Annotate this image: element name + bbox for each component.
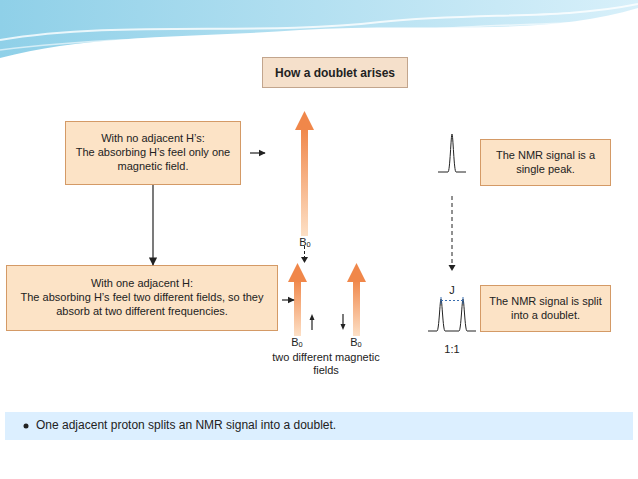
coupling-constant: J [437, 284, 467, 297]
field-symbol: Bₒ [290, 236, 320, 249]
header-wave [0, 0, 638, 58]
nmr-doublet [428, 299, 476, 331]
field-arrow [288, 263, 307, 282]
header-curve [0, 16, 638, 50]
pointer-arrow [250, 152, 265, 153]
process-box: With no adjacent H’s:The absorbing H’s f… [65, 121, 241, 185]
bullet [24, 424, 29, 429]
flow-arrow [152, 185, 153, 265]
pointer-arrow [282, 299, 294, 300]
field-arrow [353, 280, 360, 336]
spin-arrow [310, 314, 315, 320]
process-box: The NMR signal is split into a doublet. [480, 285, 611, 332]
dashed-arrow [301, 257, 308, 263]
field-note: two different magnetic fields [271, 351, 381, 377]
caption: One adjacent proton splits an NMR signal… [36, 418, 336, 432]
field-symbol: Bₒ [341, 336, 371, 349]
nmr-peak [438, 134, 466, 172]
box-text: The NMR signal is split into a doublet. [487, 295, 604, 323]
process-box: The NMR signal is a single peak. [480, 139, 611, 186]
dashed-arrow [452, 196, 453, 266]
coupling-bracket [441, 300, 463, 301]
dashed-arrow [449, 265, 456, 271]
box-text: The NMR signal is a single peak. [487, 149, 604, 177]
caption-band [5, 412, 633, 440]
box-heading: With one adjacent H: [91, 277, 193, 291]
box-text: The absorbing H’s feel two different fie… [13, 291, 271, 319]
spin-arrow [311, 319, 312, 330]
spin-arrow [341, 324, 346, 330]
field-arrow [301, 128, 308, 236]
field-arrow [295, 111, 314, 130]
box-heading: With no adjacent H’s: [101, 132, 205, 146]
peak-ratio: 1:1 [432, 343, 472, 356]
field-arrow [294, 280, 301, 336]
field-arrow [347, 263, 366, 282]
process-box: With one adjacent H:The absorbing H’s fe… [6, 265, 278, 331]
spin-arrow [342, 314, 343, 325]
box-text: The absorbing H’s feel only one magnetic… [72, 146, 234, 174]
field-symbol: Bₒ [282, 336, 312, 349]
title-box: How a doublet arises [262, 57, 408, 88]
